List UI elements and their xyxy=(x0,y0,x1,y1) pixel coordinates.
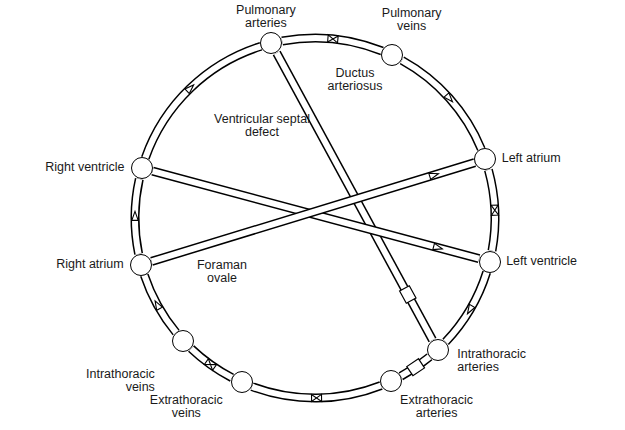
compartment-label: Pulmonary arteries xyxy=(230,4,302,30)
valve-symbol xyxy=(444,93,452,102)
valve-symbol xyxy=(491,205,498,215)
vessel-lumen xyxy=(152,163,475,262)
ring-vessel xyxy=(144,275,176,332)
compartment-node: Intrathoracic arteries xyxy=(427,339,449,361)
compartment-node: Right atrium xyxy=(130,254,152,276)
valve-symbols xyxy=(132,35,499,402)
ring-vessel xyxy=(401,357,430,376)
vessel-lumen xyxy=(446,272,487,342)
valve-symbol xyxy=(132,211,138,220)
vessel-wall xyxy=(191,349,232,378)
vessel-wall xyxy=(401,357,430,376)
valve-symbol xyxy=(185,85,194,94)
shunt-vessel xyxy=(152,163,475,262)
compartment-node: Right ventricle xyxy=(131,157,153,179)
valve-symbol xyxy=(155,301,162,310)
compartment-node: Pulmonary arteries xyxy=(260,32,282,54)
valve-symbol xyxy=(328,35,339,43)
shunt-label: Ventricular septal defect xyxy=(212,113,312,139)
shunt-label: Foraman ovale xyxy=(191,259,253,285)
vessel-wall xyxy=(402,60,481,149)
compartment-node: Extrathoracic veins xyxy=(231,371,253,393)
compartment-label: Left atrium xyxy=(502,152,582,165)
compartment-label: Right ventricle xyxy=(32,161,124,174)
shunt-label: Ductus arteriosus xyxy=(320,67,390,93)
compartment-label: Intrathoracic arteries xyxy=(457,348,547,374)
resistance-symbol xyxy=(400,286,416,304)
compartment-label: Pulmonary veins xyxy=(376,7,448,33)
valve-symbol xyxy=(204,359,216,371)
valve-symbol xyxy=(312,394,322,401)
vessel-lumen xyxy=(191,349,232,378)
compartment-node: Extrathoracic arteries xyxy=(380,370,402,392)
ring-vessel xyxy=(252,386,381,399)
compartment-node: Intrathoracic veins xyxy=(172,330,194,352)
ring-vessel xyxy=(145,46,261,158)
vessel-lumen xyxy=(402,60,481,149)
compartment-label: Left ventricle xyxy=(506,255,596,268)
valve-symbol xyxy=(433,243,443,249)
vessel-wall xyxy=(152,163,475,262)
vessel-wall xyxy=(144,275,176,332)
vessel-lumen xyxy=(252,386,381,399)
valve-symbol xyxy=(429,173,439,179)
vessel-wall xyxy=(252,386,381,399)
compartment-label: Extrathoracic veins xyxy=(141,394,231,420)
ring-vessel xyxy=(402,60,481,149)
vessel-wall xyxy=(446,272,487,342)
vessel-lumen xyxy=(488,170,495,251)
compartment-label: Extrathoracic arteries xyxy=(392,394,482,420)
resistance-symbol xyxy=(407,359,425,376)
valve-symbol xyxy=(468,304,475,313)
ring-vessel xyxy=(488,170,495,251)
vessel-lumen xyxy=(401,357,430,376)
vessel-lumen xyxy=(144,275,176,332)
compartment-node: Left ventricle xyxy=(479,251,501,273)
compartment-node: Pulmonary veins xyxy=(381,44,403,66)
ring-vessel xyxy=(446,272,487,342)
compartment-label: Right atrium xyxy=(44,258,124,271)
compartment-node: Left atrium xyxy=(474,148,496,170)
vessel-wall xyxy=(145,46,261,158)
compartment-label: Intrathoracic veins xyxy=(75,368,155,394)
vessel-lumen xyxy=(145,46,261,158)
vessel-wall xyxy=(488,170,495,251)
ring-vessel xyxy=(191,349,232,378)
